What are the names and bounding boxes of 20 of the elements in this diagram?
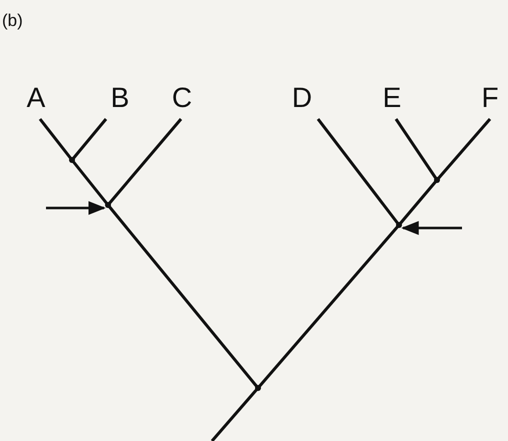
tree-branch <box>316 118 400 226</box>
taxon-label: C <box>168 84 196 112</box>
tree-branch <box>398 179 438 226</box>
pointer-arrow <box>46 201 106 215</box>
taxon-label: F <box>476 84 504 112</box>
taxon-label: B <box>106 84 134 112</box>
panel-label: (b) <box>2 12 23 30</box>
pointer-arrow <box>401 221 462 235</box>
taxon-label: E <box>378 84 406 112</box>
taxon-label: D <box>288 84 316 112</box>
tree-branch <box>106 204 260 389</box>
tree-branch <box>70 118 108 161</box>
tree-branch <box>394 118 438 181</box>
tree-branch <box>256 224 400 389</box>
tree-branch <box>38 118 74 161</box>
tree-branch <box>210 387 260 441</box>
taxon-label: A <box>22 84 50 112</box>
tree-branch <box>106 118 182 206</box>
tree-branch <box>436 118 492 181</box>
tree-branch <box>70 159 110 206</box>
